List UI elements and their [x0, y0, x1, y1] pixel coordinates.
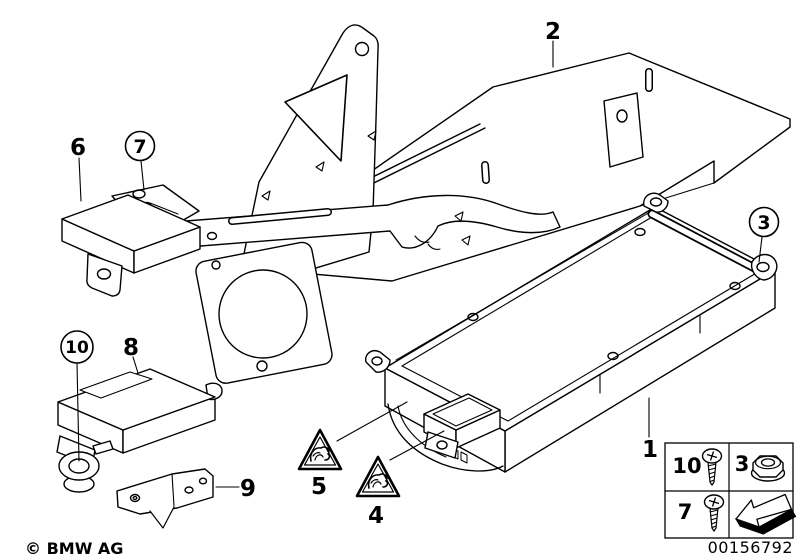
copyright-label: © BMW AG: [25, 539, 123, 558]
callout-5-label[interactable]: 5: [311, 474, 327, 500]
callout-7-leader: [140, 160, 145, 191]
callout-10-label[interactable]: 10: [65, 338, 89, 358]
legend-table: 10 3 7: [664, 442, 797, 539]
part-2-speaker-mount: [195, 241, 333, 384]
legend-cell-screw-10[interactable]: 10: [672, 448, 723, 486]
callout-5-leader: [336, 401, 408, 442]
warning-triangle-icon-4: [355, 455, 401, 498]
legend-cell-screw-7[interactable]: 7: [678, 494, 725, 532]
callout-7-label[interactable]: 7: [133, 136, 146, 158]
callout-6-leader: [78, 157, 82, 202]
callout-4-leader: [389, 430, 445, 461]
callout-2-label[interactable]: 2: [545, 19, 561, 45]
legend-cell-nut-3[interactable]: 3: [735, 452, 786, 482]
leader-lines: [76, 40, 763, 488]
callout-7-circle[interactable]: [124, 130, 156, 162]
callout-8-label[interactable]: 8: [123, 335, 139, 361]
callout-9-label[interactable]: 9: [240, 476, 256, 502]
callout-10-circle[interactable]: [60, 330, 94, 364]
document-number: 00156792: [708, 538, 793, 557]
legend-label-10: 10: [672, 454, 701, 478]
part-2-support-arm: [185, 194, 561, 250]
legend-label-7: 7: [678, 500, 693, 524]
legend-label-3: 3: [735, 452, 750, 476]
part-8-control-unit: [56, 368, 223, 493]
callout-8-leader: [132, 356, 139, 374]
direction-arrow-icon: [734, 493, 797, 535]
callout-6-label[interactable]: 6: [70, 135, 86, 161]
flange-nut-icon: [750, 455, 786, 482]
callout-3-leader: [758, 236, 763, 263]
part-6-module: [61, 184, 201, 297]
callout-10-leader: [76, 362, 80, 462]
part-9-bracket: [116, 468, 214, 529]
warning-triangle-icon-5: [297, 428, 343, 471]
part-1-control-module: [365, 192, 778, 473]
callout-3-label[interactable]: 3: [757, 212, 770, 234]
callout-4-label[interactable]: 4: [368, 503, 384, 529]
callout-1-label[interactable]: 1: [642, 437, 658, 463]
callout-3-circle[interactable]: [748, 206, 780, 238]
